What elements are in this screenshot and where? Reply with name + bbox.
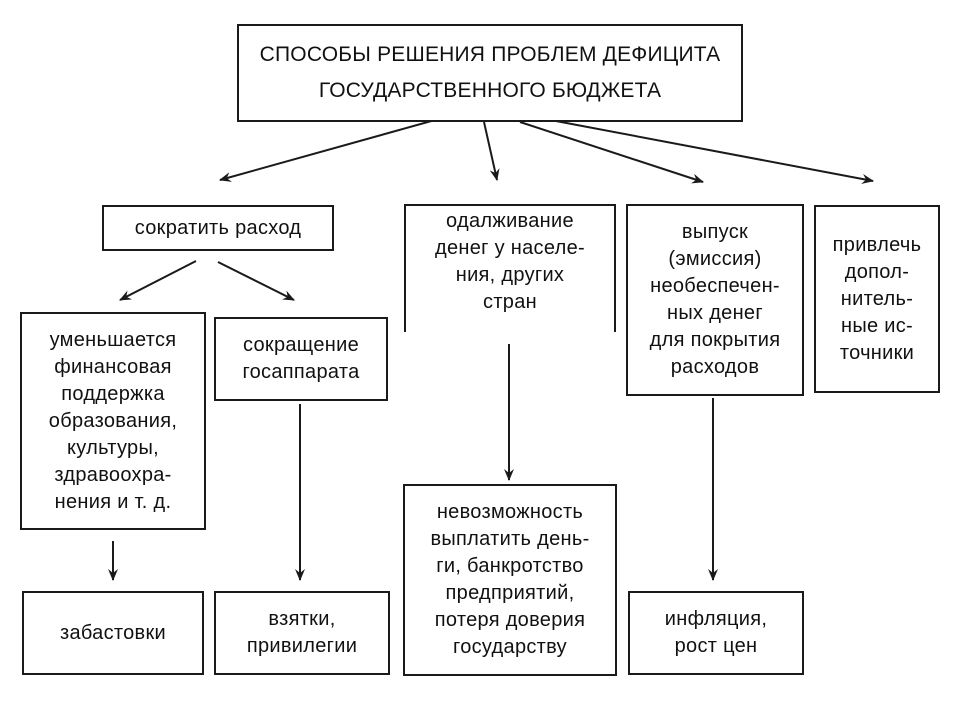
arrow-reduce-to-cut-apparatus <box>217 261 295 301</box>
method-borrow-box: одалживание денег у населе- ния, других … <box>404 204 616 332</box>
consequence-bribes-box: взятки, привилегии <box>214 591 390 675</box>
reduction-cut-support-box: уменьшается финансовая поддержка образов… <box>20 312 206 530</box>
arrow-reduce-to-cut-support <box>119 260 197 301</box>
reduction-cut-apparatus-box: сокращение госаппарата <box>214 317 388 401</box>
arrow-title-to-emission <box>519 121 704 184</box>
arrow-title-to-borrow <box>483 121 500 181</box>
method-other-sources-box: привлечь допол- нитель- ные ис- точники <box>814 205 940 393</box>
consequence-default-box: невозможность выплатить день- ги, банкро… <box>403 484 617 676</box>
method-reduce-box: сократить расход <box>102 205 334 251</box>
arrow-title-to-reduce <box>219 119 436 182</box>
title-box: СПОСОБЫ РЕШЕНИЯ ПРОБЛЕМ ДЕФИЦИТА ГОСУДАР… <box>237 24 743 122</box>
consequence-inflation-box: инфляция, рост цен <box>628 591 804 675</box>
consequence-strikes-box: забастовки <box>22 591 204 675</box>
arrow-title-to-other-sources <box>539 117 874 184</box>
method-emission-box: выпуск (эмиссия) необеспечен- ных денег … <box>626 204 804 396</box>
